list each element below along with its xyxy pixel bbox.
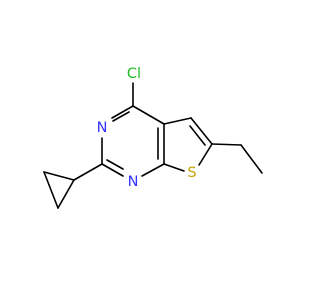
bond-c4-n3-second — [112, 111, 130, 122]
atom-label-nitrogen-3: N — [97, 120, 108, 136]
atom-label-chlorine: Cl — [127, 66, 141, 82]
bond-c3a-c3 — [163, 117, 192, 125]
bonds — [43, 82, 263, 209]
bond-c4-n3 — [111, 105, 134, 119]
bond-s-c7a — [163, 163, 185, 172]
bond-cp3-cp1 — [57, 179, 75, 209]
bond-c2t-ch2 — [211, 143, 242, 146]
bond-c3-c2t — [190, 117, 213, 145]
bond-cp1-cp2 — [43, 171, 75, 181]
bond-c3-c2t-second — [189, 125, 206, 146]
bond-c2-n1-second — [106, 159, 124, 170]
molecule-drawing: Cl N N S — [43, 66, 263, 209]
atom-label-sulfur: S — [187, 165, 196, 181]
atom-label-nitrogen-1: N — [128, 174, 139, 190]
bond-cp2-cp3 — [43, 171, 59, 209]
bond-c2t-s — [198, 143, 213, 166]
bond-c2-cp1 — [73, 163, 103, 181]
bond-c3a-c4 — [132, 105, 165, 125]
atom-labels: Cl N N S — [97, 66, 197, 190]
structure-canvas: Cl N N S — [43, 66, 263, 209]
bond-n1-c7a — [141, 163, 165, 177]
bond-c2-n1 — [101, 163, 124, 177]
bond-ch2-ch3 — [240, 144, 263, 174]
